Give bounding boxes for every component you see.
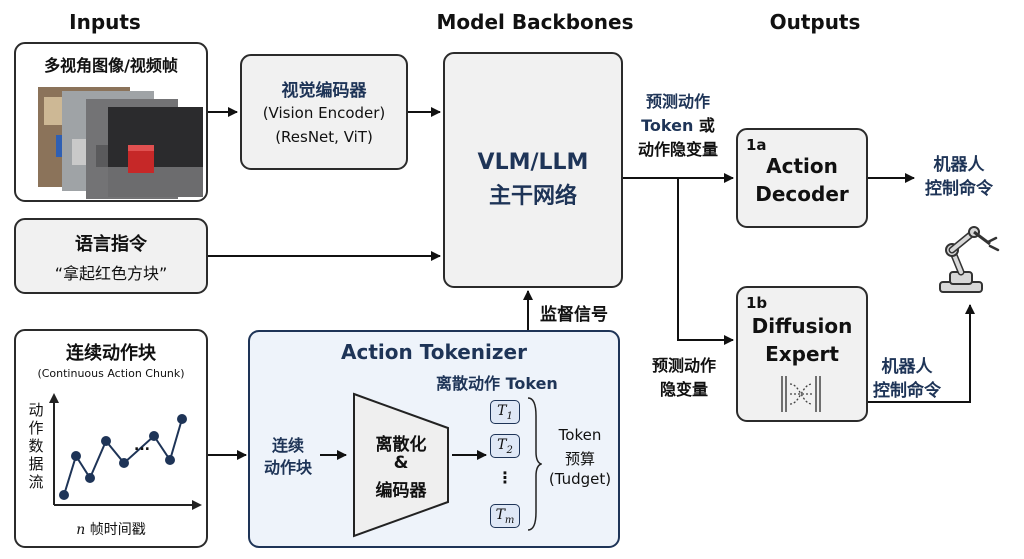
decoder-tag: 1a xyxy=(746,136,767,154)
diffusion-tag: 1b xyxy=(746,294,768,312)
diffusion-expert-box: 1b Diffusion Expert xyxy=(736,286,868,422)
action-decoder-box: 1a Action Decoder xyxy=(736,128,868,228)
camera-frames-image xyxy=(38,87,203,199)
token-ellipsis: ⋮ xyxy=(497,468,513,487)
budget-line2: 预算 xyxy=(564,450,595,468)
token-t2: T2 xyxy=(490,434,520,458)
budget-line1: Token xyxy=(558,426,602,444)
action-tokenizer-box: Action Tokenizer 离散动作 Token 连续 动作块 离散化 &… xyxy=(248,330,620,548)
vision-encoder-sub1: (Vision Encoder) xyxy=(262,104,386,122)
encoder-line3: 编码器 xyxy=(375,481,427,501)
supervision-label: 监督信号 xyxy=(540,305,608,325)
token-brace xyxy=(527,397,542,531)
vision-encoder-sub2: (ResNet, ViT) xyxy=(275,128,373,146)
language-title: 语言指令 xyxy=(75,234,147,255)
robot-cmd-top-line1: 机器人 xyxy=(933,155,985,175)
robot-cmd-bottom-line1: 机器人 xyxy=(881,357,933,377)
tokenizer-input-label-2: 动作块 xyxy=(263,458,312,477)
encoder-line1: 离散化 xyxy=(375,435,427,455)
encoder-line2: & xyxy=(393,453,409,473)
backbone-line2: 主干网络 xyxy=(488,184,577,209)
pred-top-line1: 预测动作 xyxy=(645,92,710,111)
vision-encoder-box: 视觉编码器 (Vision Encoder) (ResNet, ViT) xyxy=(240,54,408,170)
pred-top-line2: Token 或 xyxy=(641,116,715,135)
diffusion-line1: Diffusion xyxy=(751,314,853,338)
action-chunk-ellipsis: ... xyxy=(134,438,150,454)
budget-line3: (Tudget) xyxy=(548,470,612,488)
arrow-backbone-to-diffusion xyxy=(677,178,734,345)
language-quote: “拿起红色方块” xyxy=(54,264,168,283)
vision-encoder-title: 视觉编码器 xyxy=(281,81,367,101)
pred-top-line3: 动作隐变量 xyxy=(637,140,718,159)
decoder-line1: Action xyxy=(766,154,838,178)
action-chunk-box: 连续动作块 (Continuous Action Chunk) 动 作 数 据 … xyxy=(14,329,208,548)
action-chunk-title: 连续动作块 xyxy=(66,343,156,364)
action-chunk-ylabel: 动 作 数 据 流 xyxy=(28,401,44,491)
diffusion-line2: Expert xyxy=(765,342,839,366)
discretize-encoder-shape xyxy=(353,392,449,538)
outputs-header: Outputs xyxy=(769,10,861,34)
multiview-images-box: 多视角图像/视频帧 xyxy=(14,42,208,202)
inputs-header: Inputs xyxy=(69,10,141,34)
robot-cmd-bottom-line2: 控制命令 xyxy=(873,381,941,401)
diffusion-process-icon xyxy=(781,376,821,412)
decoder-line2: Decoder xyxy=(755,182,849,206)
backbone-box: VLM/LLM 主干网络 xyxy=(443,52,623,288)
action-chunk-xlabel: n 帧时间戳 xyxy=(76,522,146,538)
token-tm: Tm xyxy=(490,504,520,528)
tokenizer-input-label-1: 连续 xyxy=(271,436,304,455)
pred-bottom-line2: 隐变量 xyxy=(659,380,708,399)
robot-arm-icon xyxy=(939,226,1000,293)
language-instruction-box: 语言指令 “拿起红色方块” xyxy=(14,218,208,294)
action-stream-plot xyxy=(49,393,202,510)
tokenizer-title: Action Tokenizer xyxy=(341,340,527,364)
backbones-header: Model Backbones xyxy=(436,10,634,34)
pred-bottom-line1: 预测动作 xyxy=(651,356,716,375)
token-t1: T1 xyxy=(490,400,520,424)
arrow-diffusion-to-robot xyxy=(868,304,975,403)
discrete-token-label: 离散动作 Token xyxy=(436,374,558,393)
action-chunk-subtitle: (Continuous Action Chunk) xyxy=(37,367,185,380)
robot-cmd-top-line2: 控制命令 xyxy=(925,179,993,199)
backbone-line1: VLM/LLM xyxy=(477,150,589,175)
multiview-title: 多视角图像/视频帧 xyxy=(44,56,178,75)
